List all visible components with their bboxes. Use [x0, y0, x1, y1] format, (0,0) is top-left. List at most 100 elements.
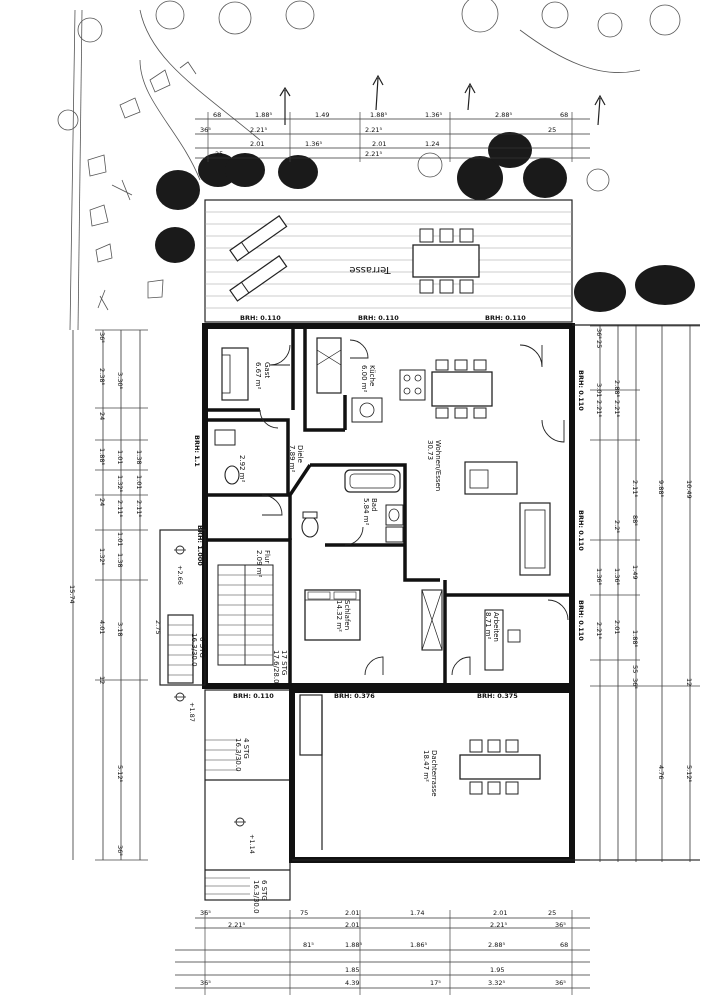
- dim-label: 1.01: [116, 532, 124, 546]
- dim-label: 5.12⁵: [116, 765, 124, 782]
- dim-label: 2.21⁵: [595, 400, 603, 417]
- kitchen-counter-icon: [316, 337, 426, 423]
- dim-label: 2.21⁵: [490, 921, 507, 929]
- room-name-bad: Bad: [370, 498, 378, 512]
- brh-label: BRH: 1.1: [193, 435, 201, 467]
- dim-label: 2.21⁵: [613, 400, 621, 417]
- dim-label: 3.30⁵: [116, 372, 124, 389]
- entrance-stairs: 6 STG 16.3/30.0 +2.66: [159, 529, 206, 686]
- dim-label: 2.2⁵: [613, 520, 621, 533]
- room-area-gast: 6.67 m²: [254, 362, 262, 390]
- terrace-label: Terrasse: [349, 264, 391, 275]
- dim-label: 2.11⁵: [631, 480, 639, 497]
- dim-label: 1.49: [631, 565, 639, 579]
- sofa-icon: [519, 502, 551, 576]
- dim-label: 36⁵: [200, 126, 211, 134]
- dim-label: 1.36⁵: [595, 568, 603, 585]
- dim-label: 1.88⁵: [255, 111, 272, 119]
- desk-icon: [484, 609, 521, 671]
- dim-label: 2.01: [250, 140, 264, 148]
- brh-label: BRH: 0.110: [577, 600, 585, 641]
- stair-ratio: 17.6/28.0: [272, 650, 280, 684]
- room-area-dachterrasse: 18.47 m²: [422, 750, 430, 782]
- dim-label: 1.01: [116, 450, 124, 464]
- dim-label: 36⁵: [200, 909, 211, 917]
- room-name-schlafen: Schlafen: [343, 600, 351, 630]
- brh-label: BRH: 0.375: [477, 692, 518, 700]
- room-name-flur: Flur: [263, 550, 271, 563]
- brh-label: BRH: 1.000: [196, 525, 204, 566]
- room-name-kueche: Küche: [368, 365, 376, 386]
- room-name-gast: Gast: [263, 362, 271, 378]
- dim-label: 36⁵: [200, 979, 211, 987]
- dim-label: 5.12⁵: [685, 765, 693, 782]
- room-area-wc: 2.92 m²: [238, 455, 246, 483]
- room-area-wohnen: 30.73: [426, 440, 434, 460]
- dim-label: 75: [300, 909, 308, 917]
- dim-label: 17⁵: [430, 979, 441, 987]
- dim-label: 4.01: [98, 620, 106, 634]
- brh-label: BRH: 0.110: [358, 314, 399, 322]
- dim-label: 1.01: [135, 475, 143, 489]
- dim-label: 1.36⁵: [425, 111, 442, 119]
- dim-label: 36⁵: [555, 921, 566, 929]
- right-dim-labels: 36⁵ 25 2.88⁵ 2.21⁵ 3.01 2.21⁵ 1.36⁵ 2.01…: [595, 328, 693, 782]
- top-dimension-chains: [195, 112, 590, 162]
- level-label: +2.66: [176, 565, 184, 585]
- dining-table-icon: [431, 359, 493, 419]
- stair-ratio: 16.3/30.0: [190, 633, 198, 667]
- brh-label: BRH: 0.376: [334, 692, 375, 700]
- room-area-diele: 7.89 m²: [288, 445, 296, 473]
- stair-steps: 4 STG: [242, 738, 250, 759]
- dim-label: 1.88⁵: [370, 111, 387, 119]
- dim-label: 1.24: [425, 140, 439, 148]
- dim-label: 2.21⁵: [250, 126, 267, 134]
- dining-table-icon: [459, 739, 541, 795]
- toilet-icon: [301, 511, 319, 538]
- room-area-schlafen: 14.32 m²: [335, 600, 343, 632]
- dim-label: 2.11⁵: [135, 500, 143, 517]
- dim-label: 36⁵: [555, 979, 566, 987]
- right-dimension-chains: [590, 325, 700, 862]
- dim-total: 15.74: [68, 585, 76, 604]
- dim-label: 1.38: [116, 553, 124, 567]
- dim-label: 24: [98, 498, 106, 506]
- outer-walls: [202, 323, 575, 689]
- dim-label: 3.18: [116, 622, 124, 636]
- dim-label: 2.21⁵: [228, 921, 245, 929]
- lounge-chair-icon: [229, 215, 288, 262]
- brh-label: BRH: 0.110: [577, 510, 585, 551]
- dim-label: 2.21⁵: [365, 126, 382, 134]
- dining-table-icon: [412, 228, 480, 294]
- room-area-kueche: 6.00 m²: [360, 365, 368, 393]
- dim-total: 9.88⁵: [657, 480, 665, 497]
- door-swings: [259, 339, 569, 676]
- dim-label: 12: [685, 678, 693, 686]
- dim-label: 2.01: [493, 909, 507, 917]
- dim-label: 25: [595, 340, 603, 348]
- dim-label: 24: [98, 412, 106, 420]
- dim-label: 2.75: [154, 620, 162, 634]
- lounge-chair-icon: [229, 255, 288, 302]
- dim-label: 36⁵: [595, 328, 603, 339]
- dim-label: 2.01: [613, 620, 621, 634]
- room-area-flur: 2.09 m²: [255, 550, 263, 578]
- level-label: +1.14: [248, 834, 256, 854]
- stair-steps: 17 STG: [280, 650, 288, 675]
- dim-label: 1.88⁵: [631, 630, 639, 647]
- brh-label: BRH: 0.110: [233, 692, 274, 700]
- sofa-icon: [221, 347, 249, 401]
- tree-canopies: [155, 132, 695, 312]
- room-name-dachterrasse: Dachterrasse: [430, 750, 438, 797]
- room-labels: Gast 6.67 m² Küche 6.00 m² 2.92 m² Diele…: [238, 362, 500, 797]
- landscape-sketch: [57, 0, 681, 331]
- dim-label: 25: [548, 909, 556, 917]
- dim-label: 55: [631, 665, 639, 673]
- bottom-dimension-chains: [175, 910, 590, 995]
- interior-walls: [208, 329, 572, 686]
- armchair-icon: [464, 461, 518, 495]
- terrace: Terrasse: [204, 199, 573, 323]
- dim-label: 2.88⁵: [488, 941, 505, 949]
- bed-icon: [304, 589, 361, 641]
